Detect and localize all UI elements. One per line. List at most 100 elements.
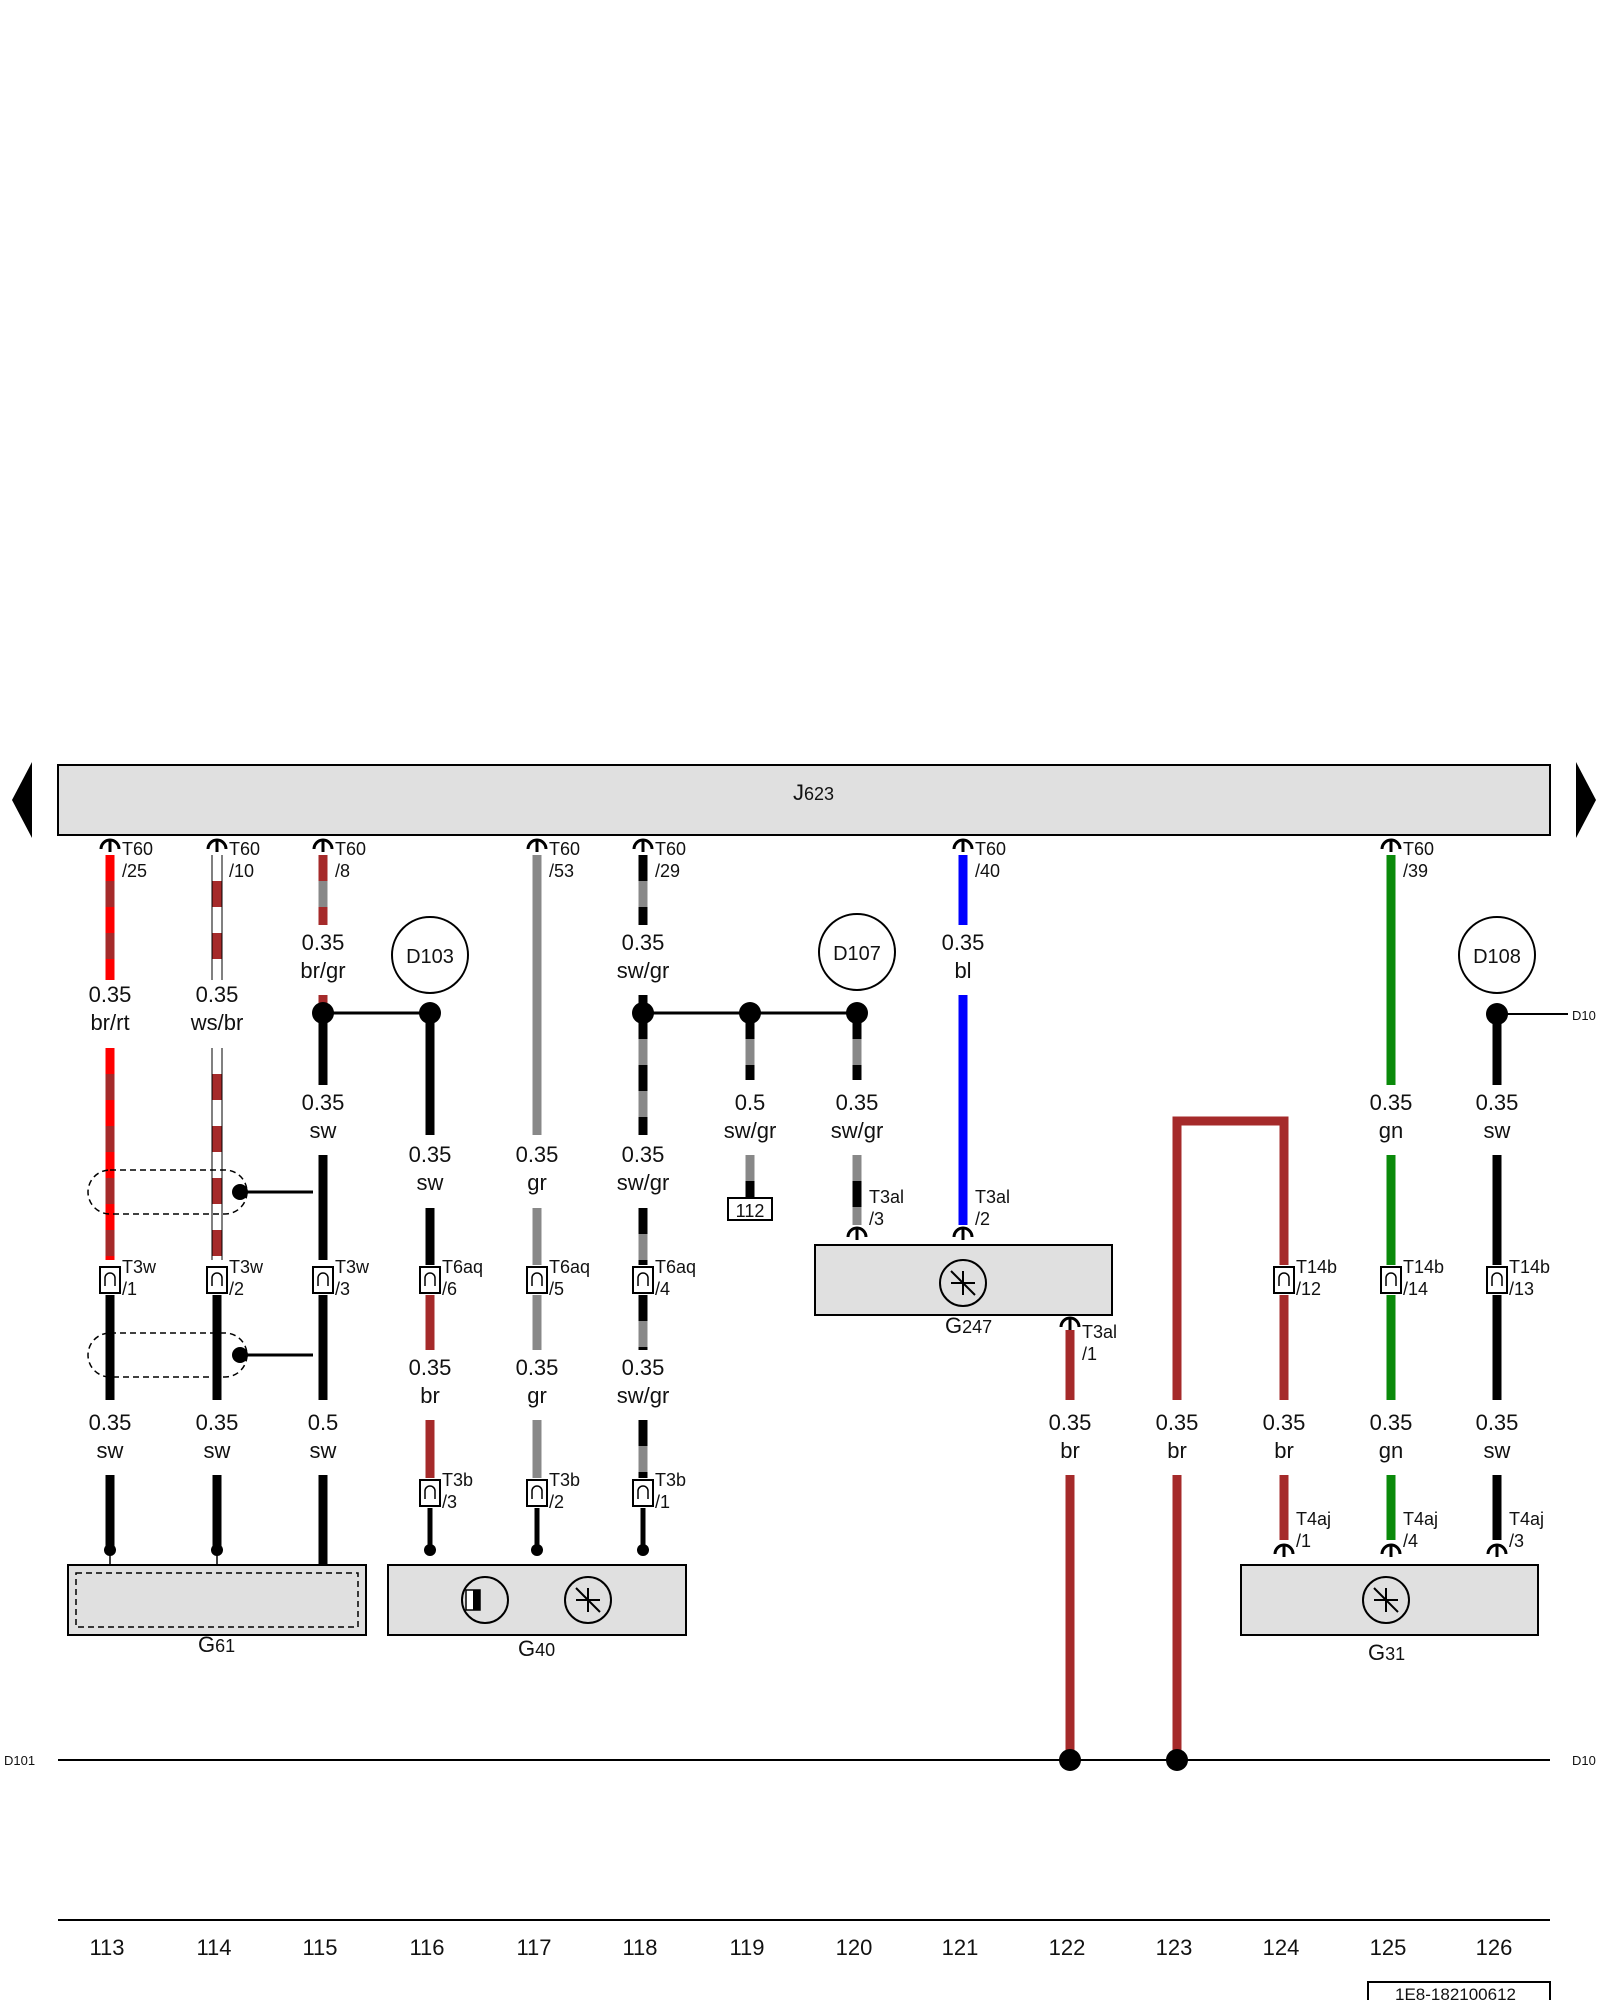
wire-size: 0.35 [516,1142,559,1167]
page-prev-arrow[interactable] [12,762,32,838]
wire-size: 0.35 [622,1142,665,1167]
t60-label: T60 [975,839,1006,859]
wire-size: 0.35 [1370,1410,1413,1435]
wire-size: 0.35 [1156,1410,1199,1435]
wire-size: 0.5 [735,1090,766,1115]
wires-layer [87,838,1536,1771]
t60-label: T60 [229,839,260,859]
component-g40-box [387,1564,687,1636]
wire-size: 0.35 [622,930,665,955]
t3b-connector-icon [526,1479,548,1507]
control-unit-label: J623 [793,780,834,805]
wire-color: br [1060,1438,1080,1463]
t60-label-pin: /53 [549,861,574,881]
t6aq-connector-icon-pin [637,1272,649,1286]
ref-box-112[interactable] [727,1197,773,1221]
circuit-number: 118 [622,1935,657,1960]
wire-color: bl [954,958,971,983]
wire-size: 0.35 [942,930,985,955]
ref-box-label: 112 [736,1201,765,1221]
t3w-connector-icon [312,1266,334,1294]
wire-color: sw [310,1118,337,1143]
sensor-icon [939,1259,987,1307]
wire-color: sw/gr [617,1383,670,1408]
page-ref-right-upper[interactable]: D10 [1572,1008,1596,1023]
t60-label-pin: /8 [335,861,350,881]
t4aj-label-pin: /3 [1509,1531,1524,1551]
t14b-label: T14b [1296,1257,1337,1277]
wire-color: br [420,1383,440,1408]
t3b-label: T3b [655,1470,686,1490]
page-ref-left[interactable]: D101 [4,1753,35,1768]
wire-size: 0.35 [1370,1090,1413,1115]
t60-label: T60 [122,839,153,859]
terminal-dot [531,1544,543,1556]
component-g61-box [67,1564,367,1636]
t3b-label-pin: /3 [442,1492,457,1512]
splice-d108 [1458,916,1536,994]
t6aq-label-pin: /4 [655,1279,670,1299]
t14b-label: T14b [1403,1257,1444,1277]
splice-d103 [391,916,469,994]
t4aj-label: T4aj [1296,1509,1331,1529]
t3w-label-pin: /3 [335,1279,350,1299]
splice-d107 [818,913,896,991]
circuit-number: 113 [89,1935,124,1960]
hall-sensor-icon-half [473,1590,480,1610]
circuit-number: 124 [1263,1935,1300,1960]
t3b-label: T3b [442,1470,473,1490]
t14b-label-pin: /12 [1296,1279,1321,1299]
t6aq-connector-icon-pin [424,1272,436,1286]
wire-color: sw [204,1438,231,1463]
wire-color: sw/gr [831,1118,884,1143]
t14b-connector-icon [1486,1266,1508,1294]
t60-label: T60 [549,839,580,859]
control-unit-j623 [57,764,1551,836]
page-ref-right-lower[interactable]: D10 [1572,1753,1596,1768]
terminal-dot [211,1544,223,1556]
t3w-label-pin: /1 [122,1279,137,1299]
t3al-label-pin: /3 [869,1209,884,1229]
wire-size: 0.35 [302,1090,345,1115]
wire-color: br/rt [90,1010,129,1035]
t3b-label-pin: /2 [549,1492,564,1512]
wire-size: 0.5 [308,1410,339,1435]
t6aq-label: T6aq [442,1257,483,1277]
wire-color: sw [97,1438,124,1463]
sensor-icon [564,1576,612,1624]
t60-label-pin: /10 [229,861,254,881]
wire-color: br [1274,1438,1294,1463]
t60-label-pin: /29 [655,861,680,881]
t14b-connector-icon-pin [1385,1272,1397,1286]
t3b-connector-icon [419,1479,441,1507]
component-g31-label: G31 [1368,1640,1405,1665]
t6aq-label: T6aq [655,1257,696,1277]
terminal-dot [104,1544,116,1556]
t60-label: T60 [335,839,366,859]
wire-size: 0.35 [1476,1090,1519,1115]
wire-size: 0.35 [516,1355,559,1380]
component-g40-label: G40 [518,1636,555,1661]
wire-color: sw/gr [724,1118,777,1143]
wire-size: 0.35 [836,1090,879,1115]
t6aq-label-pin: /6 [442,1279,457,1299]
splice-d103-label: D103 [406,946,454,968]
wire-color: sw [1484,1118,1511,1143]
circuit-number: 114 [196,1935,231,1960]
wire-color: sw [310,1438,337,1463]
t4aj-label-pin: /1 [1296,1531,1311,1551]
t3b-label: T3b [549,1470,580,1490]
circuit-number: 126 [1476,1935,1513,1960]
wire-color: br [1167,1438,1187,1463]
wire-color: ws/br [190,1010,244,1035]
page-next-arrow[interactable] [1576,762,1596,838]
t4aj-label-pin: /4 [1403,1531,1418,1551]
footer-code-box [1367,1981,1551,2000]
terminal-dot [637,1544,649,1556]
wire-123-124-loop [1172,1116,1289,1400]
sensor-icon-symbol [575,1587,601,1613]
t14b-connector-icon-pin [1491,1272,1503,1286]
t6aq-connector-icon [632,1266,654,1294]
